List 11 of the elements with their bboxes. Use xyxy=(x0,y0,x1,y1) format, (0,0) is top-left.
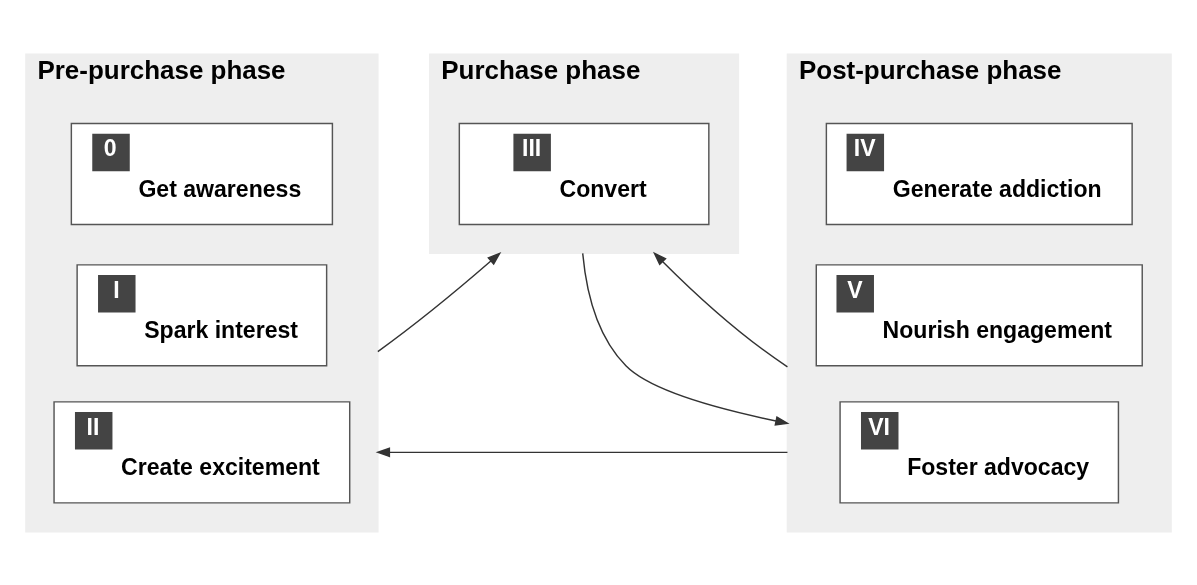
node-box: 0 Get awareness xyxy=(70,122,334,225)
arrow xyxy=(652,251,789,367)
node-box: III Convert xyxy=(458,122,710,225)
arrow xyxy=(375,446,789,457)
node-box: IV Generate addiction xyxy=(825,122,1133,225)
arrow xyxy=(377,251,502,352)
arrow xyxy=(582,252,790,426)
node-box: V Nourish engagement xyxy=(815,263,1143,367)
node-box: II Create excitement xyxy=(53,400,351,504)
node-box: I Spark interest xyxy=(76,263,328,367)
node-box: VI Foster advocacy xyxy=(839,400,1120,504)
